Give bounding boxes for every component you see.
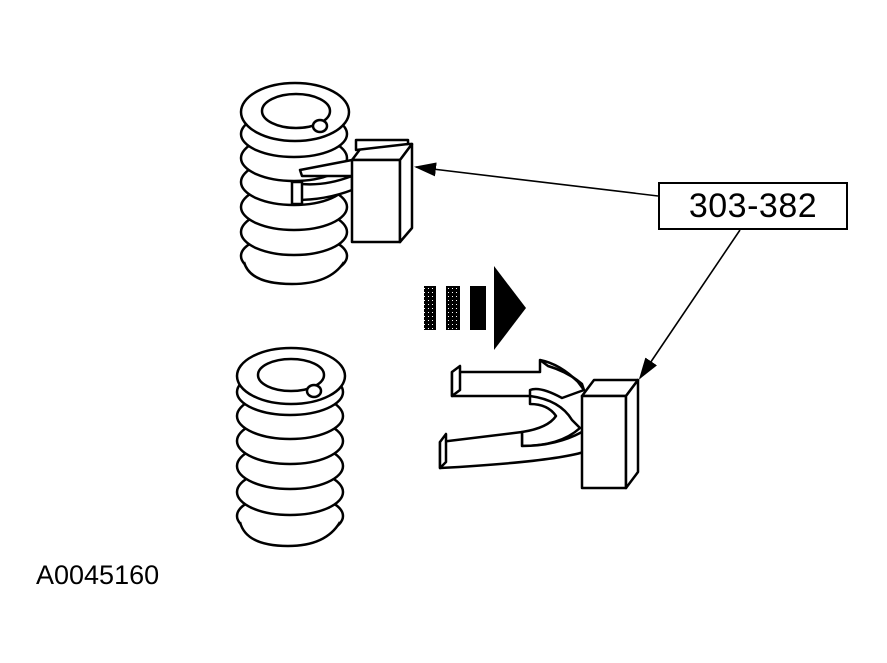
coil-top-inner xyxy=(260,92,332,130)
tool-block-side xyxy=(398,142,414,244)
tool-arm-upper-end xyxy=(450,364,462,398)
spring-free xyxy=(235,346,347,548)
coil-top-inner xyxy=(256,357,326,393)
arrow-head xyxy=(494,266,526,350)
tool-saddle-lip xyxy=(539,359,586,391)
coil-tail xyxy=(242,261,346,286)
spring-with-compressor-tool xyxy=(239,81,414,286)
arrow-dash-2 xyxy=(446,286,460,330)
callout-leaders xyxy=(414,162,741,380)
leader-to-installed-tool xyxy=(414,162,659,197)
tool-block-face xyxy=(350,158,402,244)
tool-block-side xyxy=(624,378,640,490)
direction-arrow xyxy=(424,266,526,350)
arrow-dash-1 xyxy=(424,286,436,330)
tool-plate xyxy=(354,138,410,152)
tool-block-face xyxy=(580,394,628,490)
part-number-text: 303-382 xyxy=(688,186,818,225)
tool-fork-slot xyxy=(290,180,304,206)
leader-to-free-tool xyxy=(638,229,741,380)
coil-end-nub xyxy=(311,118,329,134)
part-number-callout: 303-382 xyxy=(658,182,848,230)
coil-tail xyxy=(238,521,342,548)
arrow-dash-3 xyxy=(470,286,486,330)
spring-compressor-tool xyxy=(438,358,640,490)
tool-arm-lower-end xyxy=(438,432,448,470)
figure-id: A0045160 xyxy=(36,560,160,590)
tool-arm-upper xyxy=(450,358,586,400)
coil-end-nub xyxy=(305,383,323,399)
